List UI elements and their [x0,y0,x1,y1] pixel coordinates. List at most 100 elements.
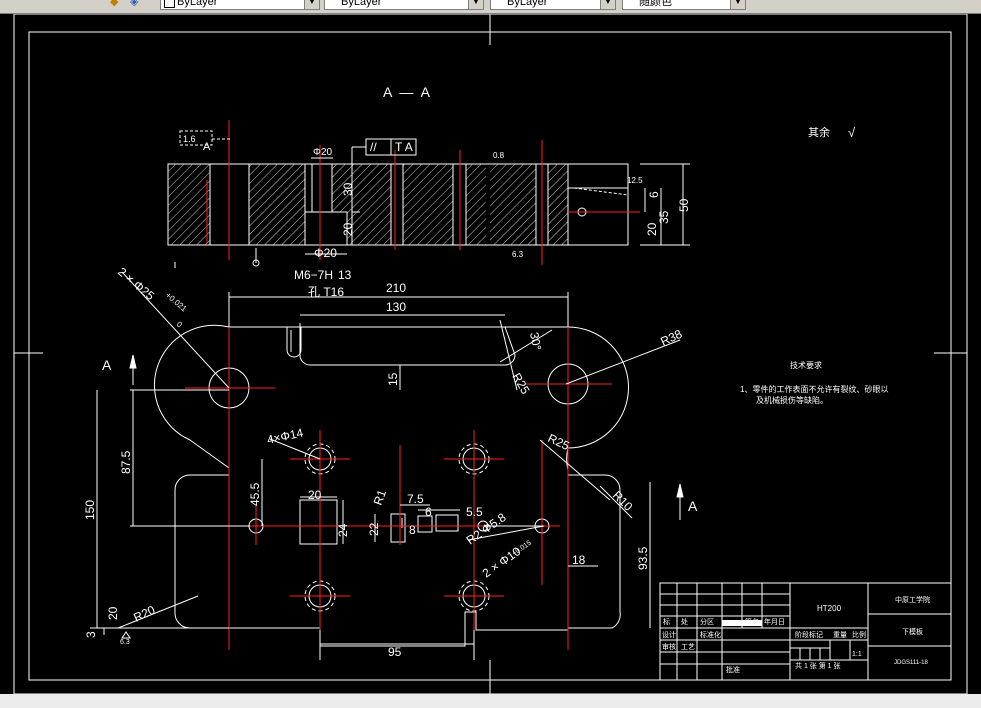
rough-63-bottom: 6.3 [120,639,130,646]
scale-label: 比例 [852,630,866,639]
date-label: 年月日 [764,617,785,626]
plan-outline [153,323,629,647]
dim-20-top: 20 [308,488,322,502]
plotstyle-combo[interactable]: 随颜色 ▼ [622,0,746,10]
dim-30: 30 [341,182,355,196]
approve-label: 批准 [726,665,740,674]
rough-08: 0.8 [493,151,505,160]
dim-55: 5.5 [466,505,483,519]
check-mark-icon: √ [848,125,856,140]
layer-combo[interactable]: ByLayer ▼ [160,0,320,10]
status-bar [0,694,981,708]
color-icon[interactable]: ◆ [110,0,119,8]
zone-label: 分区 [700,617,714,626]
mark-label: 标 [663,617,670,626]
dim-r38: R38 [658,327,684,349]
thread-depth: 13 [338,268,352,282]
tech-requirement-1: 1、零件的工作表面不允许有裂纹、砂眼以 [740,384,888,394]
tol-25-upper: +0.021 [164,291,189,314]
dim-130: 130 [386,300,406,314]
dim-8: 8 [409,523,416,537]
dim-95: 95 [388,645,402,659]
chevron-down-icon[interactable]: ▼ [600,0,615,9]
dim-150: 150 [83,500,97,520]
dim-phi20-top: Φ20 [313,147,333,158]
section-dim-text: Φ20 30 20 Φ20 // T A 6 35 20 50 12.5 0.8… [183,134,691,282]
hatch-f [490,164,536,245]
dim-4x14: 4×Φ14 [266,426,305,447]
dim-6: 6 [425,505,432,519]
dim-24: 24 [336,523,350,537]
scale-value: 1:1 [852,651,862,658]
dim-r10: R10 [610,488,636,514]
properties-toolbar: ◆ ◈ ByLayer ▼ ByLayer ▼ ByLayer ▼ 随颜色 ▼ [0,0,981,14]
dim-50: 50 [677,198,691,212]
count-label: 处 [681,617,688,626]
layer-icon[interactable]: ◈ [130,0,139,8]
dim-20-right: 20 [645,222,659,236]
section-title: A — A [383,84,432,100]
chevron-down-icon[interactable]: ▼ [468,0,483,9]
dim-15: 15 [386,372,400,386]
dim-210: 210 [386,281,406,295]
section-arrows [129,354,684,520]
dim-875: 87.5 [119,450,133,474]
roughness-symbol-icon [121,631,131,639]
chevron-down-icon[interactable]: ▼ [304,0,319,9]
section-flag [179,130,213,146]
sign-label: 签名 [745,617,759,626]
plotstyle-combo-label: 随颜色 [639,0,672,8]
tol-frame-ref: T A [395,140,413,154]
weight-label: 重量 [833,631,847,639]
lineweight-combo[interactable]: ByLayer ▼ [490,0,616,10]
sheet-count: 共 1 张 第 1 张 [795,661,841,670]
dim-30deg: 30° [527,331,544,351]
lineweight-combo-label: ByLayer [507,0,548,8]
tol-frame-symbol: // [370,140,377,154]
tech-requirement-1b: 及机械损伤等缺陷。 [756,395,828,405]
stage-mark-label: 阶段标记 [795,630,823,639]
thread-callout: M6−7H [294,268,333,282]
rough-125: 12.5 [627,176,643,185]
section-flag-letter: A [203,141,211,153]
hatch-e [466,164,486,245]
dim-22: 22 [367,522,381,536]
dim-20-bottom: 20 [106,606,120,620]
hatch-g [548,164,568,245]
plan-dimension-lines [90,262,681,660]
dim-20-vert: 20 [341,222,355,236]
section-dimension-lines [179,130,690,255]
dim-phi20-bottom: Φ20 [314,246,337,260]
section-mark-left: A [102,357,112,373]
section-mark-right: A [688,498,698,514]
drawing-canvas[interactable]: A — A [0,14,981,694]
design-label: 设计 [662,630,676,639]
hatch-a [168,164,210,245]
rough-16: 1.6 [183,134,196,144]
color-swatch-icon [164,0,175,8]
dim-935: 93.5 [636,546,650,570]
dim-18: 18 [572,553,586,567]
standardize-label: 标准化 [700,630,721,639]
title-block-text: HT200 中原工学院 下模板 JDGS111-18 阶段标记 重量 比例 1:… [662,595,930,674]
tol-25-lower: 0 [175,320,185,330]
school-name: 中原工学院 [895,595,930,604]
linetype-combo-label: ByLayer [341,0,382,8]
hatch-d [403,164,453,245]
process-label: 工艺 [681,643,695,651]
plan-centerlines [185,300,612,660]
tech-requirements-title: 技术要求 [790,360,822,370]
sheet-outer-border [13,14,968,694]
linetype-combo[interactable]: ByLayer ▼ [324,0,484,10]
dim-r25-a: R25 [509,371,532,397]
material: HT200 [817,604,842,613]
dim-r20: R20 [131,603,157,625]
title-block-highlight [722,620,762,626]
surface-finish-note: 其余 [808,125,830,139]
drawing-number: JDGS111-18 [894,660,928,666]
dim-75: 7.5 [407,492,424,506]
section-centerlines [206,120,640,265]
dim-2x25: 2 × Φ25 [115,265,157,304]
chevron-down-icon[interactable]: ▼ [730,0,745,9]
section-view [167,163,629,246]
